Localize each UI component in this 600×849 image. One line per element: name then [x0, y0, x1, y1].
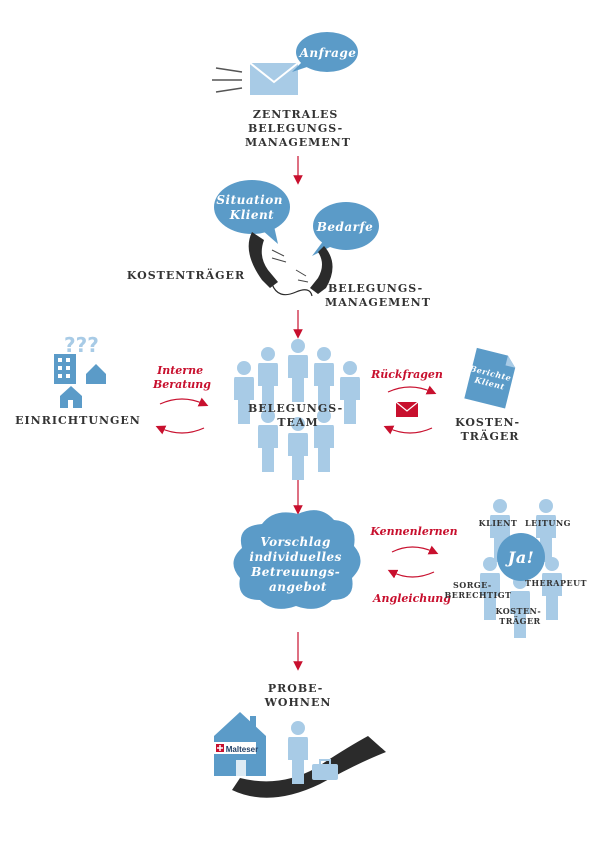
booking-management-label-2: BELEGUNGS- MANAGEMENT — [325, 282, 431, 309]
sorgeberechtigt-label: SORGE- BERECHTIGT — [444, 580, 511, 600]
phone-call-step: Situation Klient Bedarfe KOSTENTRÄGER BE… — [127, 180, 431, 309]
queries-arrows: Rückfragen — [370, 368, 443, 435]
einrichtungen-label: EINRICHTUNGEN — [15, 414, 141, 427]
kostentraeger-small-label: KOSTEN- TRÄGER — [496, 606, 545, 626]
klient-label: KLIENT — [479, 518, 518, 528]
probewohnen-label: PROBE- WOHNEN — [264, 682, 332, 709]
phone-right-icon — [295, 246, 333, 294]
buildings-icon — [54, 354, 106, 408]
malteser-text: Malteser — [226, 745, 258, 754]
suitcase-icon — [312, 759, 338, 780]
proposal-text: Vorschlag individuelles Betreuungs- ange… — [249, 535, 346, 594]
question-marks: ??? — [64, 333, 99, 357]
envelope-icon — [212, 62, 299, 95]
phone-cord — [271, 283, 313, 297]
proposal-cloud: Vorschlag individuelles Betreuungs- ange… — [233, 510, 361, 609]
phone-left-icon — [248, 232, 287, 288]
payer-group: Berichte Klient KOSTEN- TRÄGER — [455, 347, 525, 443]
road-path — [232, 736, 386, 798]
leitung-label: LEITUNG — [525, 518, 571, 528]
mail-icon — [395, 401, 419, 417]
interne-beratung-text: Interne Beratung — [152, 364, 211, 391]
rueckfragen-text: Rückfragen — [370, 368, 443, 381]
bedarfe-text: Bedarfe — [316, 220, 374, 234]
kostentraeger-label-2: KOSTEN- TRÄGER — [455, 416, 525, 443]
situation-bubble: Situation Klient — [214, 180, 290, 244]
ja-text: Ja! — [505, 548, 534, 567]
internal-consulting-arrows: Interne Beratung — [152, 364, 211, 435]
anfrage-bubble: Anfrage — [292, 32, 358, 72]
anfrage-text: Anfrage — [299, 46, 357, 60]
facilities-group: ??? EINRICHTUNGEN — [15, 333, 141, 427]
bedarfe-bubble: Bedarfe — [312, 202, 379, 256]
therapeut-label: THERAPEUT — [525, 578, 587, 588]
stakeholder-group: Ja! KLIENT LEITUNG SORGE- BERECHTIGT THE… — [444, 499, 587, 638]
alignment-arrows: Kennenlernen Angleichung — [369, 525, 457, 605]
document-icon: Berichte Klient — [464, 347, 516, 409]
booking-team: BELEGUNGS- TEAM — [234, 339, 360, 480]
request-step: Anfrage ZENTRALES BELEGUNGS- MANAGEMENT — [212, 32, 358, 149]
central-booking-label: ZENTRALES BELEGUNGS- MANAGEMENT — [245, 108, 351, 149]
malteser-house-icon: Malteser — [214, 712, 266, 776]
situation-text: Situation Klient — [216, 193, 287, 222]
agreement-circle — [497, 533, 545, 581]
trial-living-scene: Malteser — [214, 712, 386, 798]
kennenlernen-text: Kennenlernen — [369, 525, 457, 538]
kostentraeger-label: KOSTENTRÄGER — [127, 268, 245, 282]
angleichung-text: Angleichung — [372, 592, 451, 605]
booking-team-label: BELEGUNGS- TEAM — [248, 402, 348, 429]
